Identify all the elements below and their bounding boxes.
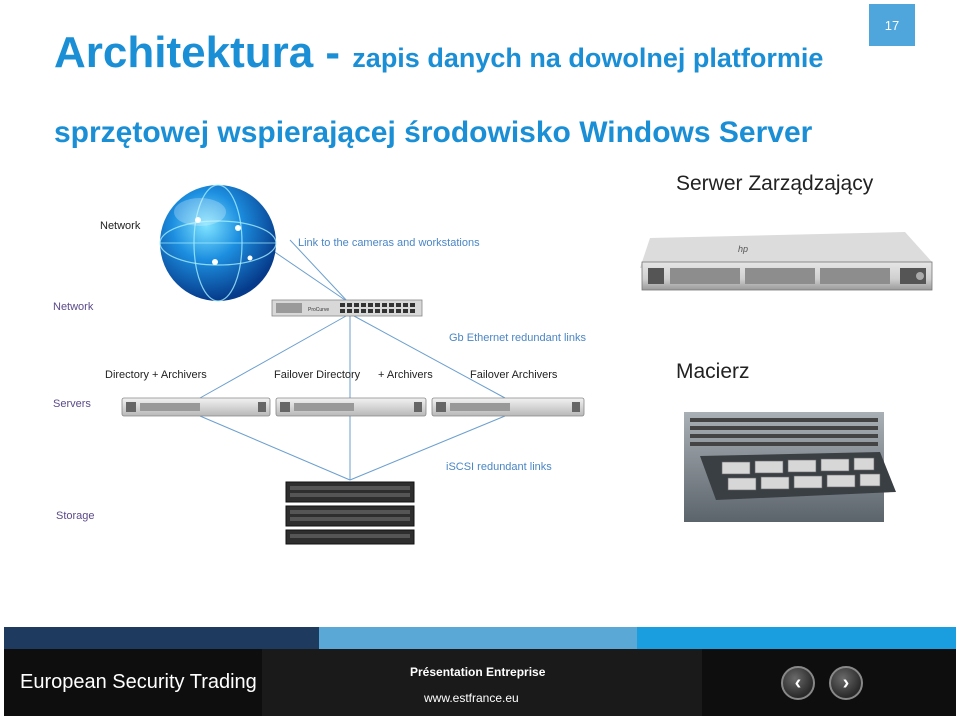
title-line2: sprzętowej wspierającej środowisko Windo… bbox=[54, 116, 813, 149]
footer-center-panel bbox=[262, 649, 702, 716]
storage-left-label: Storage bbox=[56, 510, 95, 522]
connection-lines bbox=[199, 239, 506, 481]
chevron-right-icon: › bbox=[842, 671, 850, 694]
footer-stripe-mid bbox=[319, 627, 637, 649]
footer-url[interactable]: www.estfrance.eu bbox=[424, 691, 519, 705]
page-number: 17 bbox=[869, 4, 915, 46]
link-switch-server3 bbox=[353, 315, 506, 399]
server2b-label: + Archivers bbox=[378, 369, 433, 381]
server-icon-2 bbox=[275, 397, 427, 417]
hp-logo: hp bbox=[738, 244, 748, 254]
network-left-label: Network bbox=[53, 301, 94, 313]
footer: European Security Trading Présentation E… bbox=[4, 649, 956, 716]
storage-icon bbox=[285, 481, 415, 545]
prev-slide-button[interactable]: ‹ bbox=[781, 666, 815, 700]
link-switch-server1 bbox=[199, 315, 347, 399]
link-label: Link to the cameras and workstations bbox=[298, 237, 480, 249]
servers-left-label: Servers bbox=[53, 398, 91, 410]
link-server3-storage bbox=[349, 415, 506, 481]
globe-icon bbox=[159, 184, 277, 302]
footer-stripe-dark bbox=[4, 627, 319, 649]
chevron-left-icon: ‹ bbox=[794, 671, 802, 694]
architecture-diagram: ProCurve Network Link to the cameras and… bbox=[53, 184, 933, 545]
server-icon-1 bbox=[121, 397, 271, 417]
next-slide-button[interactable]: › bbox=[829, 666, 863, 700]
link-camera-switch bbox=[289, 239, 349, 303]
title-dash: - bbox=[313, 28, 353, 77]
server3-label: Failover Archivers bbox=[470, 369, 558, 381]
slide-title: Architektura - zapis danych na dowolnej … bbox=[54, 28, 823, 78]
iscsi-label: iSCSI redundant links bbox=[446, 461, 552, 473]
link-server1-storage bbox=[199, 415, 351, 481]
title-main: Architektura bbox=[54, 28, 314, 77]
server-label: Serwer Zarządzający bbox=[676, 172, 874, 195]
disk-array-image bbox=[684, 412, 896, 522]
footer-company: European Security Trading bbox=[20, 671, 257, 693]
server1-label: Directory + Archivers bbox=[105, 369, 207, 381]
network-switch-icon: ProCurve bbox=[271, 299, 423, 317]
server2-label: Failover Directory bbox=[274, 369, 361, 381]
footer-presentation: Présentation Entreprise bbox=[410, 665, 546, 679]
footer-stripe-light bbox=[637, 627, 956, 649]
network-top-label: Network bbox=[100, 220, 141, 232]
gb-ethernet-label: Gb Ethernet redundant links bbox=[449, 332, 586, 344]
server-icon-3 bbox=[431, 397, 585, 417]
management-server-image: hp bbox=[640, 232, 933, 291]
array-label: Macierz bbox=[676, 360, 750, 383]
switch-brand: ProCurve bbox=[308, 307, 329, 313]
title-subtitle: zapis danych na dowolnej platformie bbox=[352, 43, 824, 73]
